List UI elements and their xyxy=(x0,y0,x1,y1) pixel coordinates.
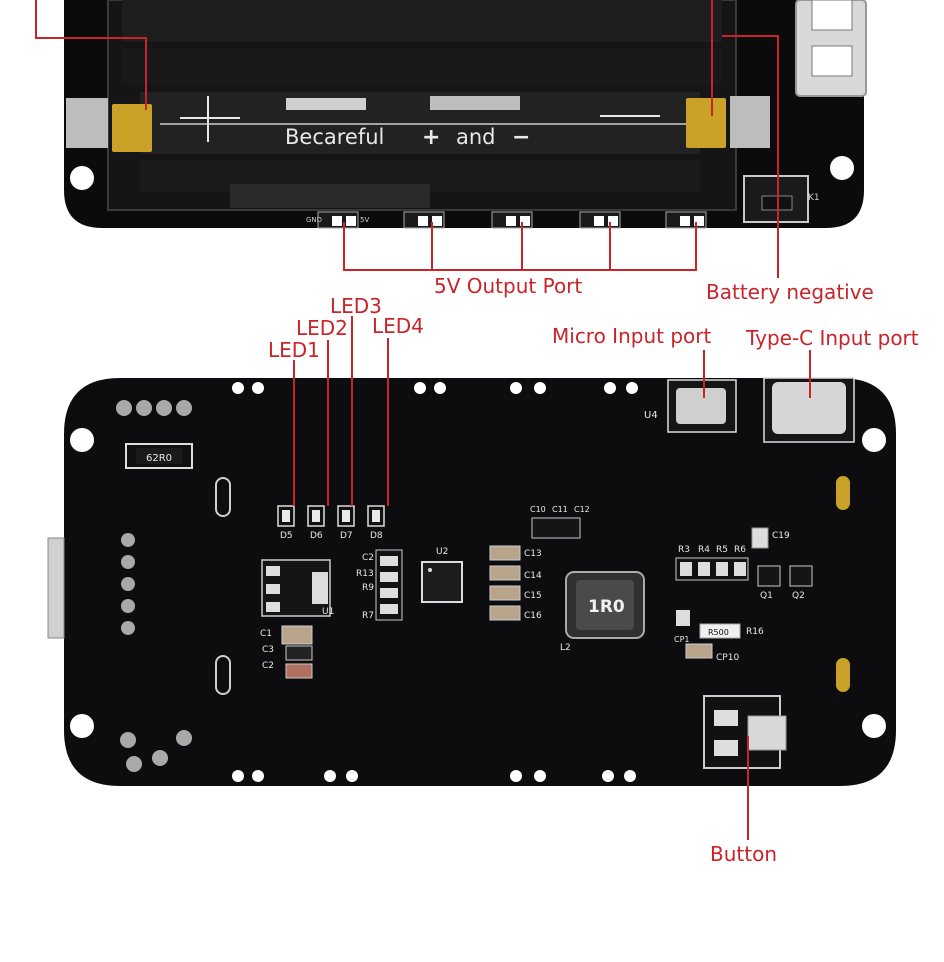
battery-negative-label: Battery negative xyxy=(706,280,874,304)
d5-label: D5 xyxy=(280,531,293,541)
r500-label: R500 xyxy=(708,628,729,637)
c2-label: C2 xyxy=(262,661,274,671)
bottom-leader-lines xyxy=(293,316,811,840)
c3-label: C3 xyxy=(262,645,274,655)
q1-label: Q1 xyxy=(760,591,773,601)
d8-label: D8 xyxy=(370,531,383,541)
c19-label: C19 xyxy=(772,531,790,541)
minus-sign: − xyxy=(512,125,530,150)
c14-label: C14 xyxy=(524,571,542,581)
d6-label: D6 xyxy=(310,531,323,541)
cp1-label: CP1 xyxy=(674,635,690,644)
c2b-label: C2 xyxy=(362,553,374,563)
c16-label: C16 xyxy=(524,611,542,621)
r9-label: R9 xyxy=(362,583,374,593)
r4-label: R4 xyxy=(698,545,710,555)
u4-label: U4 xyxy=(644,410,658,421)
led4-label: LED4 xyxy=(372,314,424,338)
c11-label: C11 xyxy=(552,505,568,514)
k1-label: K1 xyxy=(808,193,820,203)
caution-text: Becareful xyxy=(285,125,384,149)
inductor-label: 1R0 xyxy=(588,597,625,617)
led2-label: LED2 xyxy=(296,316,348,340)
cp10-label: CP10 xyxy=(716,653,739,663)
c13-label: C13 xyxy=(524,549,542,559)
u2-label: U2 xyxy=(436,547,448,557)
c15-label: C15 xyxy=(524,591,542,601)
r7-label: R7 xyxy=(362,611,374,621)
l2-label: L2 xyxy=(560,643,571,653)
led3-label: LED3 xyxy=(330,294,382,318)
c1-label: C1 xyxy=(260,629,272,639)
d7-label: D7 xyxy=(340,531,353,541)
and-text: and xyxy=(456,125,496,149)
top-leader-lines xyxy=(35,0,779,278)
plus-sign: + xyxy=(422,125,440,150)
r3-label: R3 xyxy=(678,545,690,555)
r13-label: R13 xyxy=(356,569,374,579)
c10-label: C10 xyxy=(530,505,546,514)
led1-label: LED1 xyxy=(268,338,320,362)
button-label: Button xyxy=(710,842,777,866)
u1-label: U1 xyxy=(322,607,334,617)
typec-input-label: Type-C Input port xyxy=(746,326,919,350)
r5-label: R5 xyxy=(716,545,728,555)
top-board: Becareful + and − K1 xyxy=(64,0,867,229)
c12-label: C12 xyxy=(574,505,590,514)
output-port-label: 5V Output Port xyxy=(434,274,583,298)
q2-label: Q2 xyxy=(792,591,805,601)
r62-label: 62R0 xyxy=(146,453,172,464)
led-row xyxy=(277,505,385,527)
micro-input-label: Micro Input port xyxy=(552,324,712,348)
r6-label: R6 xyxy=(734,545,746,555)
bottom-board: 62R0 D5 D6 D7 D8 U1 C1 xyxy=(47,377,896,786)
r16-label: R16 xyxy=(746,627,764,637)
pin-gnd-label: GND xyxy=(306,216,322,224)
pin-5v-label: 5V xyxy=(360,216,369,224)
